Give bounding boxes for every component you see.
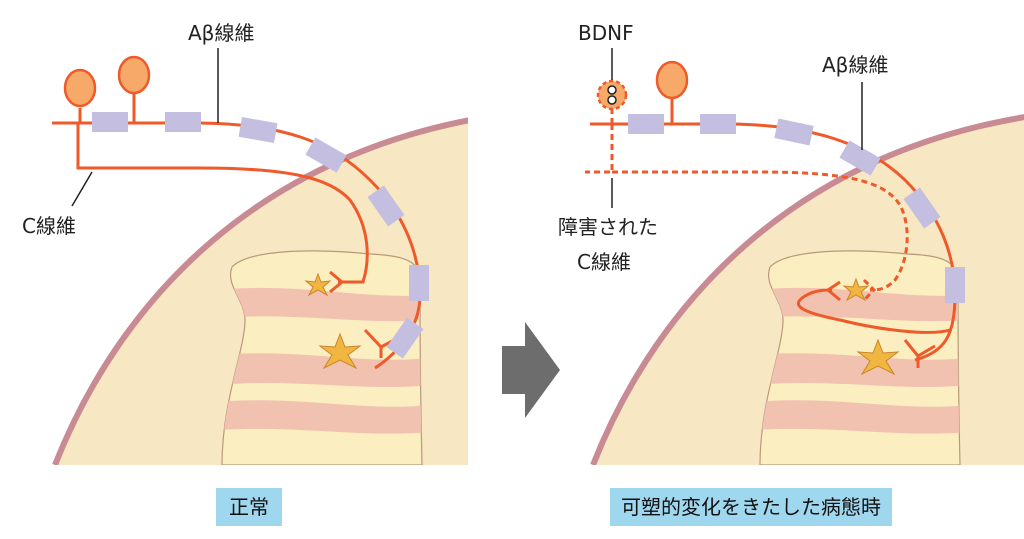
myelin-segments-right <box>628 114 965 303</box>
laminae-left <box>222 287 422 434</box>
neuron-small-right <box>842 277 870 302</box>
neuron-small-left <box>304 272 332 297</box>
neuron-large-right <box>856 338 900 376</box>
spinal-cord-edge-left <box>52 117 468 465</box>
damaged-c-label-line1: 障害された <box>558 215 658 239</box>
caption-normal: 正常 <box>216 488 282 526</box>
abeta-soma-left <box>63 55 151 108</box>
abeta-soma-right <box>655 60 689 100</box>
transition-arrow <box>502 322 560 418</box>
normal-panel <box>52 117 468 465</box>
c-fiber-label-left: C線維 <box>22 214 76 238</box>
damaged-c-label-line2: C線維 <box>577 250 631 274</box>
caption-pathological: 可塑的変化をきたした病態時 <box>610 488 892 526</box>
c-pointer-left <box>71 171 93 207</box>
myelin-segments-left <box>92 112 429 359</box>
abeta-sprout-right <box>797 288 951 334</box>
neuron-large-left <box>318 332 362 370</box>
bdnf-label: BDNF <box>578 21 634 45</box>
c-fiber-left <box>76 123 369 294</box>
abeta-label-right: Aβ線維 <box>822 53 888 77</box>
bdnf-vesicle <box>596 79 628 111</box>
laminae-right <box>760 287 960 434</box>
spinal-cord-edge-right <box>590 114 1024 465</box>
abeta-label-left: Aβ線維 <box>188 21 254 45</box>
damaged-c-fiber-right <box>585 108 909 302</box>
